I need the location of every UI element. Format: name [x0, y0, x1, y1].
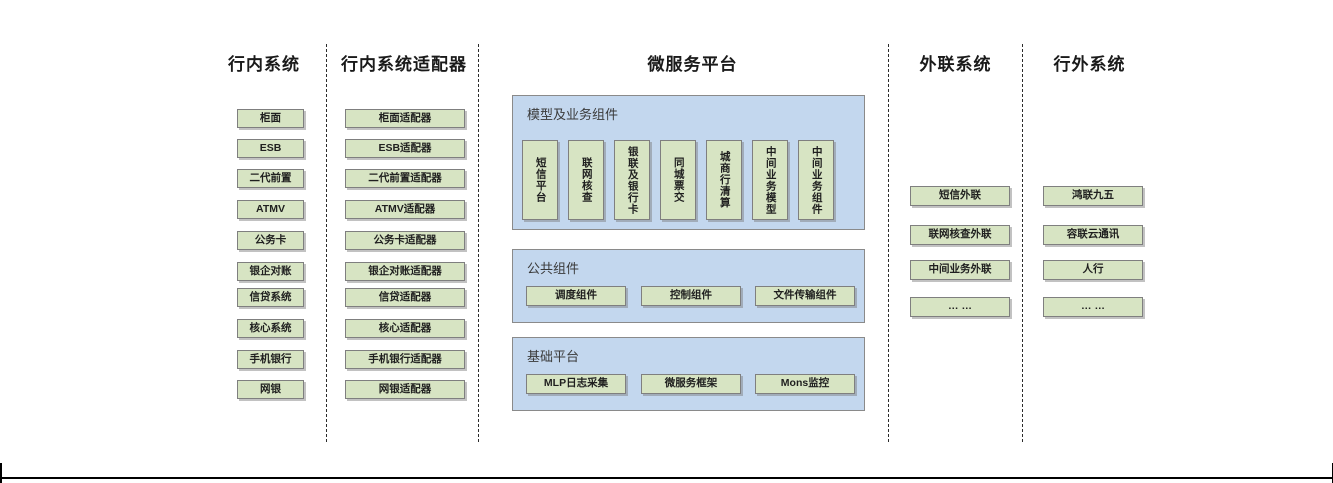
node-external-0[interactable]: 短信外联 — [910, 186, 1010, 206]
node-public-2[interactable]: 文件传输组件 — [755, 286, 855, 306]
node-adapter-8[interactable]: 手机银行适配器 — [345, 350, 465, 369]
column-divider-3 — [888, 44, 889, 442]
node-public-0[interactable]: 调度组件 — [526, 286, 626, 306]
node-model-4[interactable]: 城商行清算 — [706, 140, 742, 220]
node-model-6[interactable]: 中间业务组件 — [798, 140, 834, 220]
column-title-external-link-systems: 外联系统 — [919, 55, 992, 74]
node-model-2[interactable]: 银联及银行卡 — [614, 140, 650, 220]
page-right-rule — [1331, 463, 1333, 483]
panel-title-model-and-business-components: 模型及业务组件 — [527, 107, 619, 122]
node-model-3[interactable]: 同城票交 — [660, 140, 696, 220]
panel-title-public-components: 公共组件 — [527, 261, 580, 276]
node-internal-5[interactable]: 银企对账 — [237, 262, 304, 281]
node-adapter-7[interactable]: 核心适配器 — [345, 319, 465, 338]
node-outside-3[interactable]: … … — [1043, 297, 1143, 317]
node-adapter-4[interactable]: 公务卡适配器 — [345, 231, 465, 250]
node-outside-0[interactable]: 鸿联九五 — [1043, 186, 1143, 206]
node-internal-0[interactable]: 柜面 — [237, 109, 304, 128]
page-left-rule — [0, 463, 2, 483]
column-title-internal-adapters: 行内系统适配器 — [341, 55, 467, 74]
column-divider-2 — [478, 44, 479, 442]
node-external-2[interactable]: 中间业务外联 — [910, 260, 1010, 280]
node-internal-7[interactable]: 核心系统 — [237, 319, 304, 338]
node-internal-3[interactable]: ATMV — [237, 200, 304, 219]
node-adapter-3[interactable]: ATMV适配器 — [345, 200, 465, 219]
node-internal-9[interactable]: 网银 — [237, 380, 304, 399]
node-external-3[interactable]: … … — [910, 297, 1010, 317]
column-title-internal-systems: 行内系统 — [228, 55, 300, 74]
node-base-2[interactable]: Mons监控 — [755, 374, 855, 394]
column-divider-4 — [1022, 44, 1023, 442]
node-adapter-9[interactable]: 网银适配器 — [345, 380, 465, 399]
node-adapter-5[interactable]: 银企对账适配器 — [345, 262, 465, 281]
node-adapter-1[interactable]: ESB适配器 — [345, 139, 465, 158]
node-internal-1[interactable]: ESB — [237, 139, 304, 158]
column-title-outside-bank-systems: 行外系统 — [1053, 55, 1126, 74]
column-divider-1 — [326, 44, 327, 442]
page-bottom-rule — [0, 477, 1333, 479]
node-base-0[interactable]: MLP日志采集 — [526, 374, 626, 394]
node-internal-6[interactable]: 信贷系统 — [237, 288, 304, 307]
panel-title-base-platform: 基础平台 — [527, 349, 580, 364]
node-adapter-0[interactable]: 柜面适配器 — [345, 109, 465, 128]
node-outside-2[interactable]: 人行 — [1043, 260, 1143, 280]
node-internal-4[interactable]: 公务卡 — [237, 231, 304, 250]
node-adapter-6[interactable]: 信贷适配器 — [345, 288, 465, 307]
node-model-0[interactable]: 短信平台 — [522, 140, 558, 220]
node-model-5[interactable]: 中间业务模型 — [752, 140, 788, 220]
column-title-microservice-platform: 微服务平台 — [647, 55, 738, 74]
node-internal-2[interactable]: 二代前置 — [237, 169, 304, 188]
node-model-1[interactable]: 联网核查 — [568, 140, 604, 220]
node-external-1[interactable]: 联网核查外联 — [910, 225, 1010, 245]
node-internal-8[interactable]: 手机银行 — [237, 350, 304, 369]
node-public-1[interactable]: 控制组件 — [641, 286, 741, 306]
node-outside-1[interactable]: 容联云通讯 — [1043, 225, 1143, 245]
node-adapter-2[interactable]: 二代前置适配器 — [345, 169, 465, 188]
node-base-1[interactable]: 微服务框架 — [641, 374, 741, 394]
